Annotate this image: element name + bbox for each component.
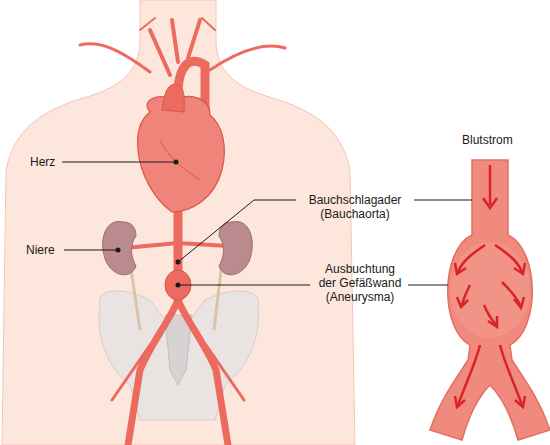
heart bbox=[138, 96, 225, 212]
part-label: Ausbuchtung der Gefäßwand (Aneurysma) bbox=[316, 262, 404, 304]
bulge-shade bbox=[450, 242, 530, 338]
aortic-root bbox=[162, 84, 184, 112]
flow-arrows bbox=[455, 165, 525, 407]
vessel-detail bbox=[430, 160, 550, 440]
part-label: Bauchschlagader (Bauchaorta) bbox=[300, 193, 410, 221]
heart-line bbox=[160, 140, 200, 180]
kidney bbox=[219, 222, 252, 275]
pelvis bbox=[99, 291, 259, 420]
arteries bbox=[80, 18, 285, 445]
part-label: Blutstrom bbox=[462, 133, 513, 147]
part-label: Niere bbox=[26, 243, 55, 257]
kidney bbox=[103, 222, 136, 275]
torso bbox=[2, 0, 355, 445]
part-label: Herz bbox=[30, 155, 55, 169]
leader-lines bbox=[62, 162, 472, 285]
ureter bbox=[130, 262, 222, 330]
